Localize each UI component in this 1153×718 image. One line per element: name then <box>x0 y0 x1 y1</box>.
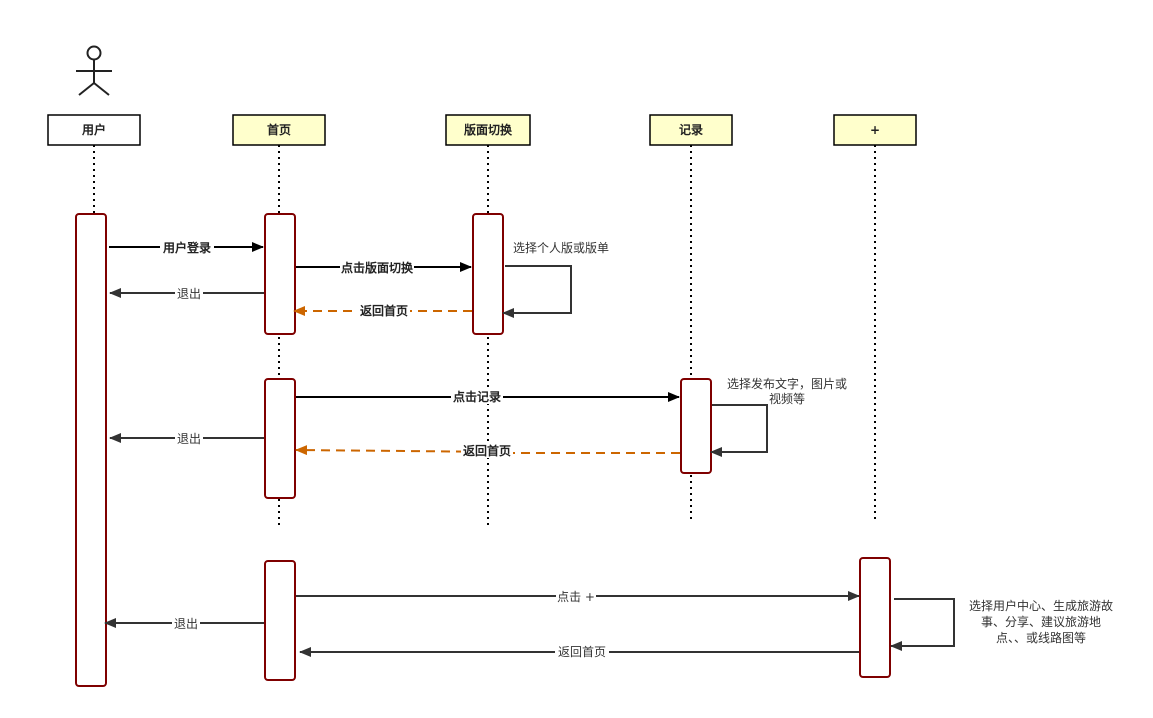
activation-home-1 <box>264 213 296 335</box>
participant-label: 版面切换 <box>464 122 513 137</box>
message-label: 返回首页 <box>360 303 408 318</box>
participant-label: 首页 <box>267 122 291 137</box>
message-exit-3: 退出 <box>104 616 264 631</box>
message-label-line-1: 选择发布文字，图片或 <box>727 376 847 391</box>
participant-home[interactable]: 首页 <box>232 114 326 146</box>
participant-label: 记录 <box>679 123 703 137</box>
participant-label: 用户 <box>81 122 106 137</box>
message-exit-1: 退出 <box>109 286 264 301</box>
message-label: 用户登录 <box>162 240 211 255</box>
message-login: 用户登录 <box>109 240 264 255</box>
activation-switch <box>472 213 504 335</box>
actor-stick-figure-icon <box>76 45 112 96</box>
message-click-switch: 点击版面切换 <box>296 260 472 275</box>
message-self-switch: 选择个人版或版单 <box>502 241 609 318</box>
message-label: 点击记录 <box>453 389 501 404</box>
message-click-record: 点击记录 <box>296 389 680 404</box>
message-return-home-1: 返回首页 <box>293 303 472 318</box>
message-label: 点击 + <box>557 590 595 604</box>
message-exit-2: 退出 <box>109 431 264 446</box>
participant-record[interactable]: 记录 <box>649 114 733 146</box>
activation-record <box>680 378 712 474</box>
message-label: 返回首页 <box>558 645 606 659</box>
activation-home-2 <box>264 378 296 499</box>
message-label-line-2: 视频等 <box>769 391 805 406</box>
participant-plus[interactable]: + <box>833 114 917 146</box>
message-label: 退出 <box>177 287 201 301</box>
message-label-line-1: 选择用户中心、生成旅游故 <box>969 598 1113 613</box>
activation-user <box>75 213 107 687</box>
message-label-line-3: 点、、或线路图等 <box>996 630 1086 645</box>
message-self-record: 选择发布文字，图片或 视频等 <box>710 376 847 457</box>
message-self-plus: 选择用户中心、生成旅游故 事、分享、建议旅游地 点、、或线路图等 <box>890 598 1113 651</box>
message-label: 退出 <box>177 432 201 446</box>
message-click-plus: 点击 + <box>296 589 860 604</box>
message-return-home-3: 返回首页 <box>299 645 859 659</box>
participant-user[interactable]: 用户 <box>47 114 141 146</box>
participant-label: + <box>870 123 880 137</box>
message-label: 退出 <box>174 617 198 631</box>
message-label: 点击版面切换 <box>341 260 414 275</box>
activation-plus <box>859 557 891 678</box>
message-label: 返回首页 <box>463 443 511 458</box>
message-return-home-2: 返回首页 <box>295 443 680 458</box>
message-label-line-2: 事、分享、建议旅游地 <box>981 614 1101 629</box>
message-label: 选择个人版或版单 <box>513 241 609 255</box>
activation-home-3 <box>264 560 296 681</box>
participant-switch[interactable]: 版面切换 <box>445 114 531 146</box>
